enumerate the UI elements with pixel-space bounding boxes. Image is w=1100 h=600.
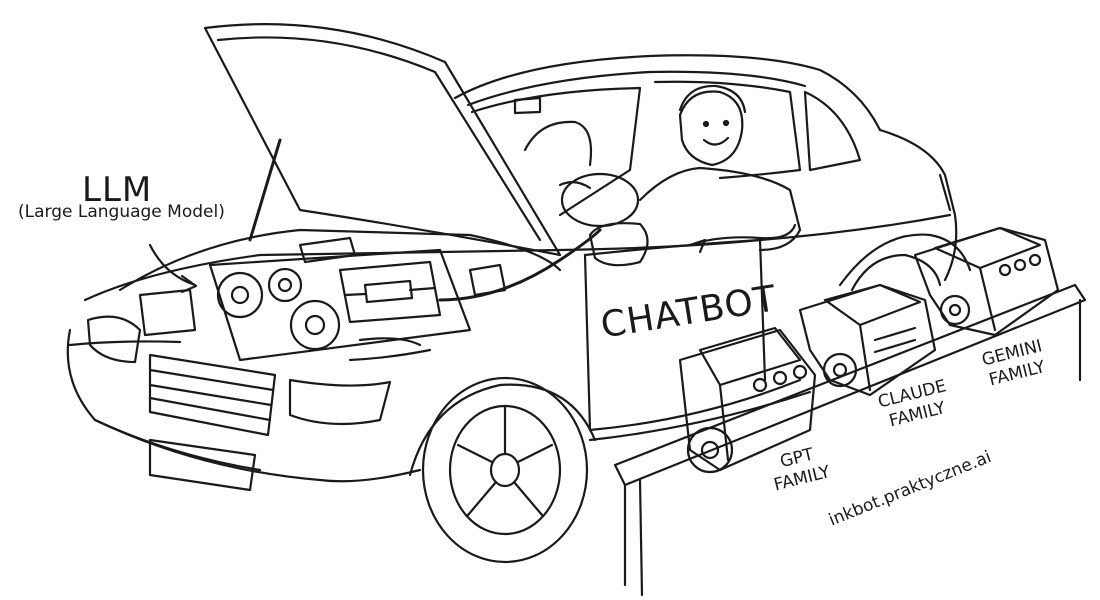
engine-gpt	[678, 326, 817, 474]
car-body	[66, 54, 972, 492]
engine-claude	[798, 283, 937, 397]
driver	[558, 84, 802, 254]
llm-title: LLM	[82, 170, 153, 210]
front-wheel	[421, 376, 589, 564]
rear-wheel	[850, 253, 942, 292]
car-windows	[470, 80, 862, 267]
display-table	[613, 283, 1087, 597]
engine-bay	[118, 228, 602, 362]
open-hood	[203, 23, 562, 257]
llm-subtitle: (Large Language Model)	[18, 202, 225, 222]
engine-gemini	[913, 226, 1060, 337]
